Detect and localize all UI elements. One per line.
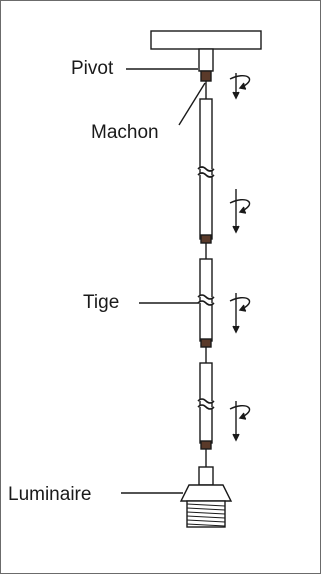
rotate-arrow-icon [229, 401, 251, 442]
pivot-thread [200, 70, 212, 82]
rotate-arrow-icon [229, 189, 251, 234]
break-mark-2 [197, 294, 215, 306]
label-pivot: Pivot [71, 58, 114, 79]
label-tige: Tige [83, 292, 120, 313]
ceiling-canopy [150, 30, 262, 50]
socket-thread-lines [186, 503, 226, 527]
break-mark-3 [197, 398, 215, 410]
break-mark-1 [197, 166, 215, 178]
rod-2 [199, 258, 213, 342]
socket-cap [179, 484, 233, 502]
label-machon: Machon [91, 122, 159, 143]
rotate-arrow-icon [229, 293, 251, 334]
socket-neck [198, 466, 214, 486]
pivot [198, 48, 214, 72]
rod-2-thread [200, 338, 212, 348]
rotate-arrow-icon [229, 73, 251, 100]
leader-machon [178, 82, 206, 126]
label-luminaire: Luminaire [8, 484, 92, 505]
rod-1-thread [200, 234, 212, 244]
rod-3-thread [200, 440, 212, 450]
